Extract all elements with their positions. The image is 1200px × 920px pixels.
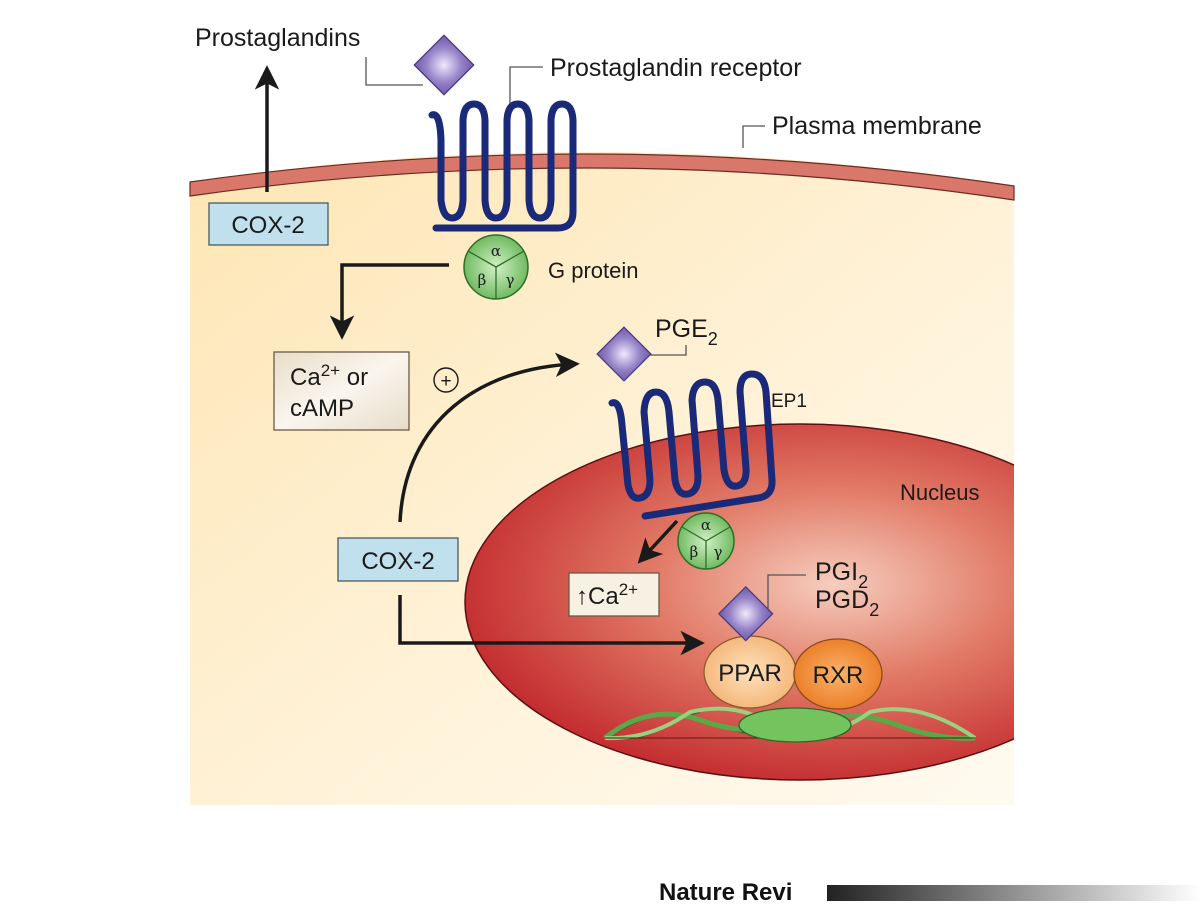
g-protein-to-messenger-arrow xyxy=(329,263,449,340)
cox2-label-top: COX-2 xyxy=(231,212,304,239)
calcium-increase-label: ↑Ca2+ xyxy=(576,580,638,610)
pge2-ligand xyxy=(596,326,652,382)
pge2-leader-line xyxy=(648,345,687,356)
svg-text:β: β xyxy=(690,543,699,561)
cox2-to-pge2-arrow xyxy=(398,352,580,523)
cox2-label-middle: COX-2 xyxy=(361,548,434,575)
rxr-receptor xyxy=(793,638,883,710)
second-messenger-line1: Ca2+ or xyxy=(290,361,368,391)
credit-fade-bar xyxy=(827,885,1200,901)
g-protein-label: G protein xyxy=(548,258,639,283)
g-protein-top: α β γ xyxy=(463,234,529,300)
dna-binding-element xyxy=(738,707,852,743)
plasma-membrane-label: Plasma membrane xyxy=(772,112,982,140)
cox2-box-middle xyxy=(337,537,459,582)
pgi2-leader-line xyxy=(767,574,806,610)
svg-text:γ: γ xyxy=(714,543,723,561)
receptor-leader-line xyxy=(509,66,543,104)
beta-subunit: β xyxy=(478,271,487,289)
pge2-label: PGE2 xyxy=(655,315,718,349)
second-messenger-box xyxy=(273,351,410,431)
gamma-subunit: γ xyxy=(506,271,515,289)
pgi2-label: PGI2 xyxy=(815,558,868,592)
positive-effect-icon xyxy=(433,367,459,393)
alpha-subunit: α xyxy=(491,242,501,260)
prostaglandins-leader-line xyxy=(365,57,423,86)
prostaglandin-receptor-label: Prostaglandin receptor xyxy=(550,54,802,82)
second-messenger-line2: cAMP xyxy=(290,395,354,422)
prostaglandin-receptor-top xyxy=(428,100,577,232)
cox2-to-ppar-arrow xyxy=(398,595,705,656)
svg-text:α: α xyxy=(701,516,711,534)
ep1-label: EP1 xyxy=(771,391,807,412)
pgi2-pgd2-ligand xyxy=(717,585,774,642)
g-protein-nuclear: α β γ xyxy=(677,512,735,570)
membrane-leader-line xyxy=(742,125,765,148)
ep1-receptor xyxy=(608,370,776,520)
journal-credit: Nature Revi xyxy=(659,879,792,906)
prostaglandin-ligand-top xyxy=(413,34,475,96)
ppar-label: PPAR xyxy=(718,660,782,687)
svg-text:+: + xyxy=(440,371,451,392)
nucleus-label: Nucleus xyxy=(900,480,979,505)
cox2-box-top xyxy=(208,202,329,246)
rxr-label: RXR xyxy=(813,662,864,689)
pgd2-label: PGD2 xyxy=(815,586,879,620)
prostaglandins-label: Prostaglandins xyxy=(195,24,360,52)
g-protein-to-calcium-arrow xyxy=(637,519,679,564)
calcium-box xyxy=(568,572,660,617)
